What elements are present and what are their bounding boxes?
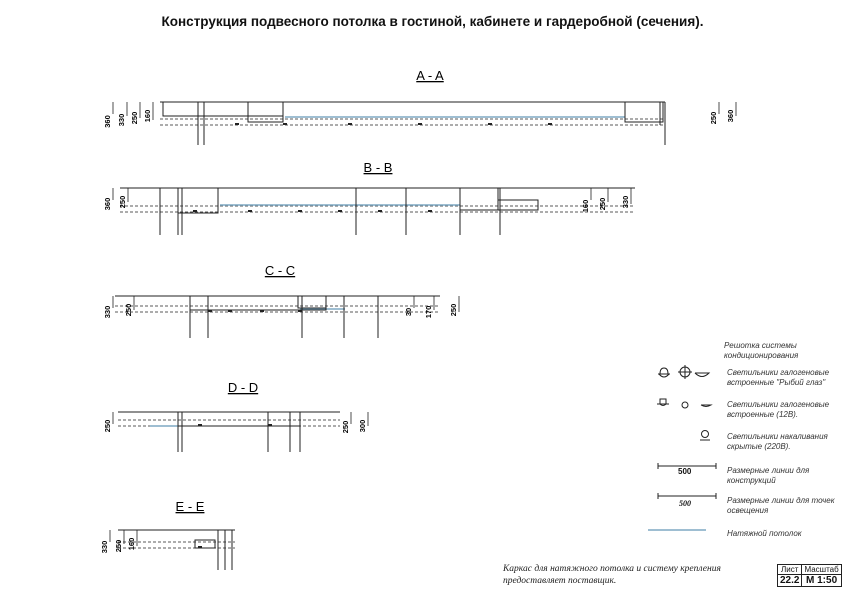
dimension-label-right: 330	[621, 196, 630, 209]
dimension-label-left: 360	[103, 115, 112, 128]
lamp-icon	[488, 123, 492, 125]
fisheye-flat-icon	[694, 372, 711, 377]
ceiling-box	[459, 187, 499, 211]
halogen-flat-icon	[700, 404, 713, 407]
lamp-icon	[228, 310, 232, 312]
fisheye-lamp-icon	[658, 367, 670, 378]
legend-dim-constr-value: 500	[678, 467, 692, 476]
dimension-label-left: 250	[103, 420, 112, 433]
scale-value: М 1:50	[801, 574, 842, 587]
ceiling-box	[194, 539, 216, 549]
dimension-label-left: 160	[127, 538, 136, 551]
lamp-icon	[193, 210, 197, 212]
halogen-ring-icon	[681, 401, 689, 409]
ceiling-box	[177, 411, 269, 427]
dimension-label-left: 250	[114, 540, 123, 553]
lamp-icon	[378, 210, 382, 212]
dimension-label-left: 360	[103, 198, 112, 211]
lamp-icon	[198, 546, 202, 548]
lamp-icon	[235, 123, 239, 125]
lamp-icon	[208, 310, 212, 312]
sheet-number: 22.2	[776, 574, 803, 587]
dimension-label-left: 250	[118, 196, 127, 209]
legend-dim-constr: Размерные линии для конструкций	[727, 466, 810, 485]
section-title-3: C - C	[265, 263, 295, 278]
lamp-icon	[198, 424, 202, 426]
dimension-label-right: 250	[341, 421, 350, 434]
legend-ac-grille: Решотка системы кондиционирования	[724, 341, 799, 360]
legend-halogen12: Светильники галогеновые встроенные (12В)…	[727, 400, 830, 419]
incandescent-lamp-icon	[701, 430, 709, 438]
halogen-lamp-icon	[657, 398, 669, 406]
dimension-label-left: 330	[100, 541, 109, 554]
dimension-label-right: 160	[581, 200, 590, 213]
ceiling-box	[297, 295, 327, 309]
section-title-2: B - B	[364, 160, 393, 175]
dimension-label-left: 160	[143, 110, 152, 123]
ceiling-box	[497, 199, 539, 211]
dimension-label-left: 330	[117, 114, 126, 127]
dimension-label-right: 360	[726, 110, 735, 123]
ceiling-box	[177, 187, 219, 214]
ceiling-box	[267, 411, 301, 427]
dimension-label-left: 330	[103, 306, 112, 319]
ceiling-box	[624, 101, 664, 123]
legend-dim-light: Размерные линии для точек освещения	[727, 496, 835, 515]
dimension-label-right: 250	[598, 198, 607, 211]
lamp-icon	[348, 123, 352, 125]
legend-dim-light-value: 500	[679, 499, 691, 508]
section-title-5: E - E	[176, 499, 205, 514]
lamp-icon	[248, 210, 252, 212]
ceiling-box	[247, 101, 284, 123]
lamp-icon	[283, 123, 287, 125]
lamp-icon	[298, 310, 302, 312]
supplier-note: Каркас для натяжного потолка и систему к…	[503, 564, 721, 586]
drawing-title: Конструкция подвесного потолка в гостино…	[161, 14, 704, 29]
dimension-label-left: 250	[130, 112, 139, 125]
dimension-label-right: 170	[424, 306, 433, 319]
lamp-icon	[548, 123, 552, 125]
lamp-icon	[298, 210, 302, 212]
legend-fisheye: Светильники галогеновые встроенные "Рыби…	[727, 368, 830, 387]
ceiling-box	[162, 101, 284, 117]
lamp-icon	[418, 123, 422, 125]
dimension-label-left: 250	[124, 304, 133, 317]
lamp-icon	[338, 210, 342, 212]
legend-stretch: Натяжной потолок	[727, 529, 802, 538]
lamp-icon	[268, 424, 272, 426]
dimension-label-right: 300	[358, 420, 367, 433]
lamp-icon	[428, 210, 432, 212]
lamp-icon	[260, 310, 264, 312]
section-title-1: A - A	[416, 68, 444, 83]
dimension-label-right: 250	[449, 304, 458, 317]
dimension-label-right: 250	[709, 112, 718, 125]
scale-label: Масштаб	[801, 564, 842, 575]
dimension-label-right: 30	[404, 308, 413, 316]
legend-hidden220: Светильники накаливания скрытые (220В).	[727, 432, 828, 451]
sheet-label: Лист	[776, 564, 803, 575]
section-title-4: D - D	[228, 380, 258, 395]
